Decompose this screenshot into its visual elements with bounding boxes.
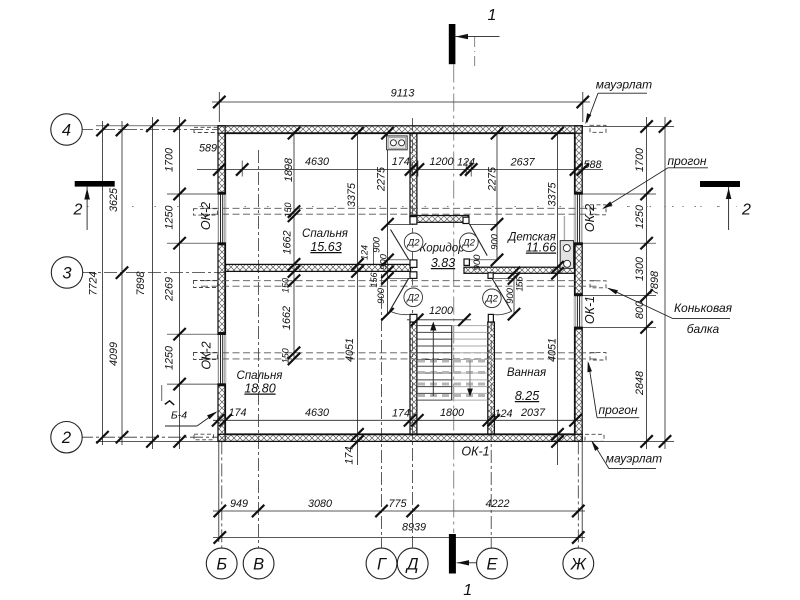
svg-text:15.63: 15.63 <box>310 240 341 254</box>
svg-text:ОК-2: ОК-2 <box>583 204 597 232</box>
svg-text:1700: 1700 <box>163 148 175 172</box>
svg-text:11.66: 11.66 <box>526 241 556 255</box>
svg-text:4: 4 <box>62 121 71 139</box>
svg-text:150: 150 <box>281 278 291 293</box>
svg-text:900: 900 <box>505 287 516 304</box>
svg-text:1700: 1700 <box>634 148 646 172</box>
svg-text:9113: 9113 <box>391 88 416 100</box>
svg-text:Коридор: Коридор <box>419 243 465 255</box>
svg-text:4630: 4630 <box>305 407 329 419</box>
svg-text:Д2: Д2 <box>407 238 421 249</box>
svg-text:3: 3 <box>62 264 72 282</box>
svg-text:4222: 4222 <box>485 498 509 510</box>
svg-text:1662: 1662 <box>281 306 293 330</box>
svg-text:2637: 2637 <box>510 157 536 169</box>
svg-text:900: 900 <box>489 233 500 250</box>
svg-text:900: 900 <box>371 236 382 253</box>
svg-text:174: 174 <box>392 408 410 420</box>
svg-text:Б: Б <box>216 555 227 573</box>
svg-text:3.83: 3.83 <box>431 256 455 270</box>
svg-text:4051: 4051 <box>344 338 356 362</box>
svg-text:Спальня: Спальня <box>302 228 348 240</box>
svg-text:3375: 3375 <box>346 182 358 207</box>
svg-text:Д2: Д2 <box>406 293 420 304</box>
svg-text:Д2: Д2 <box>485 294 499 305</box>
svg-text:8939: 8939 <box>402 522 426 534</box>
svg-text:3375: 3375 <box>546 182 558 207</box>
svg-text:Г: Г <box>377 555 387 573</box>
svg-text:Коньковая: Коньковая <box>674 301 733 315</box>
svg-text:900: 900 <box>378 253 389 270</box>
svg-text:124: 124 <box>457 157 475 169</box>
svg-text:Детская: Детская <box>506 232 556 244</box>
svg-text:1250: 1250 <box>163 205 175 229</box>
svg-text:1662: 1662 <box>281 230 293 254</box>
svg-text:ОК-2: ОК-2 <box>200 341 214 369</box>
svg-text:1300: 1300 <box>634 257 646 281</box>
svg-text:ОК-2: ОК-2 <box>199 202 213 230</box>
svg-text:775: 775 <box>388 498 407 510</box>
svg-text:7898: 7898 <box>649 271 661 295</box>
svg-text:150: 150 <box>281 348 291 363</box>
svg-text:3080: 3080 <box>308 498 332 510</box>
svg-text:Ванная: Ванная <box>507 367 546 379</box>
svg-text:800: 800 <box>634 301 646 319</box>
svg-text:18.80: 18.80 <box>244 382 275 396</box>
svg-text:2: 2 <box>741 202 751 219</box>
svg-text:ОК-1: ОК-1 <box>583 296 597 324</box>
svg-text:1250: 1250 <box>163 346 175 370</box>
svg-text:1898: 1898 <box>283 158 295 182</box>
svg-text:Д: Д <box>405 555 419 573</box>
svg-text:Е: Е <box>486 555 498 573</box>
svg-text:150: 150 <box>283 202 293 217</box>
svg-text:7898: 7898 <box>135 271 147 295</box>
svg-text:2269: 2269 <box>163 277 175 302</box>
svg-text:мауэрлат: мауэрлат <box>596 78 652 92</box>
svg-text:900: 900 <box>376 287 387 304</box>
svg-text:балка: балка <box>687 322 720 336</box>
svg-text:В: В <box>253 555 264 573</box>
svg-text:2: 2 <box>73 202 83 219</box>
svg-text:1200: 1200 <box>429 305 453 317</box>
svg-text:1: 1 <box>488 7 497 24</box>
svg-text:8.25: 8.25 <box>515 389 539 403</box>
svg-text:Б-4: Б-4 <box>171 410 187 422</box>
svg-text:1200: 1200 <box>429 156 453 168</box>
svg-text:2848: 2848 <box>634 371 646 396</box>
svg-text:174: 174 <box>343 446 355 464</box>
svg-text:174: 174 <box>228 407 246 419</box>
svg-text:124: 124 <box>494 408 512 420</box>
svg-text:2275: 2275 <box>375 166 387 192</box>
svg-text:4099: 4099 <box>108 342 120 366</box>
svg-text:прогон: прогон <box>598 403 637 417</box>
svg-text:2: 2 <box>61 429 71 447</box>
svg-text:7724: 7724 <box>87 271 99 295</box>
svg-text:4630: 4630 <box>305 156 329 168</box>
svg-text:мауэрлат: мауэрлат <box>606 452 662 466</box>
svg-text:3625: 3625 <box>108 187 120 212</box>
svg-text:прогон: прогон <box>667 154 706 168</box>
svg-text:Д2: Д2 <box>462 238 476 249</box>
svg-text:949: 949 <box>230 498 248 510</box>
svg-text:2275: 2275 <box>486 166 498 192</box>
svg-text:4051: 4051 <box>546 338 558 362</box>
svg-text:156: 156 <box>369 272 379 287</box>
svg-text:588: 588 <box>583 159 601 171</box>
svg-text:589: 589 <box>199 143 217 155</box>
svg-text:156: 156 <box>515 276 525 291</box>
svg-text:1: 1 <box>463 582 472 599</box>
svg-text:Ж: Ж <box>570 555 587 573</box>
svg-text:1800: 1800 <box>440 407 464 419</box>
svg-text:Спальня: Спальня <box>237 370 283 382</box>
svg-text:124: 124 <box>360 245 370 260</box>
svg-text:1250: 1250 <box>634 205 646 229</box>
svg-text:174: 174 <box>392 156 410 168</box>
svg-text:ОК-1: ОК-1 <box>461 445 489 459</box>
svg-text:900: 900 <box>472 254 483 271</box>
svg-text:2037: 2037 <box>520 407 546 419</box>
